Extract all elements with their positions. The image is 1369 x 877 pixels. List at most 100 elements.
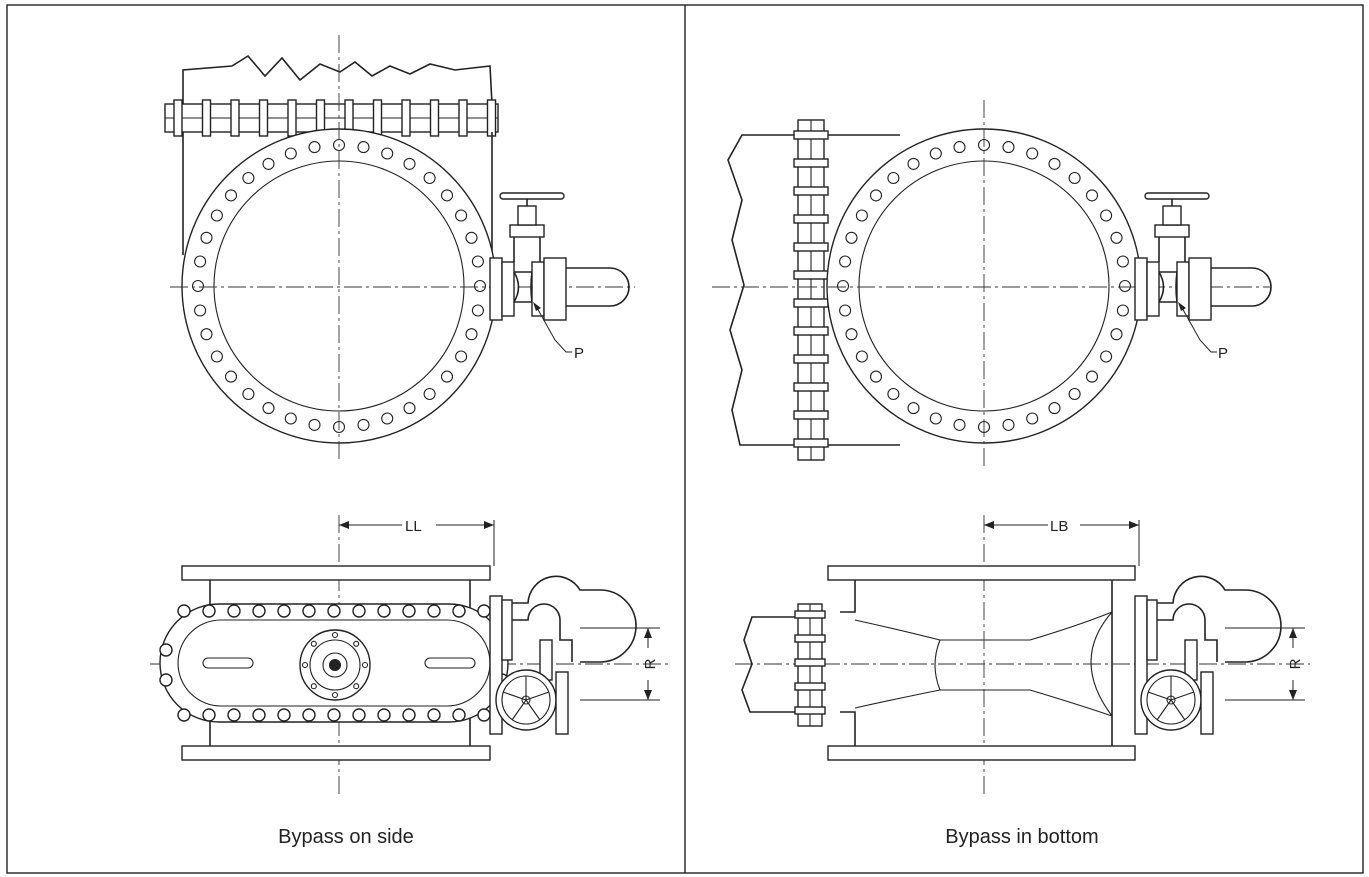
- cover-bolts: [159, 604, 509, 722]
- bolt-hole: [869, 370, 883, 383]
- bolt-hole: [1085, 189, 1099, 202]
- radius-label: R: [1287, 658, 1304, 669]
- cover-bolt: [427, 708, 441, 722]
- bolt-hole: [1100, 209, 1113, 222]
- cover-bolt: [277, 604, 291, 618]
- bolt-hole: [1116, 304, 1129, 317]
- cover-bolt: [377, 604, 391, 618]
- radius-label: R: [642, 658, 659, 669]
- cover-bolt: [477, 604, 491, 618]
- bolt-hole: [907, 157, 920, 170]
- bolt-hole: [1048, 157, 1061, 170]
- flange-bolt: [794, 682, 826, 691]
- bolt-hole: [210, 209, 223, 222]
- bypass-assembly-plan: [1134, 575, 1282, 735]
- caption-bypass-in-bottom: Bypass in bottom: [945, 826, 1098, 848]
- right-front-view: P: [712, 100, 1272, 470]
- bonnet-break-line: [182, 54, 493, 106]
- bolt-hole: [440, 189, 454, 202]
- bolt-hole: [224, 370, 238, 383]
- bolt-hole: [473, 279, 487, 293]
- bolt-hole: [839, 255, 852, 268]
- hub-bolt: [353, 683, 360, 690]
- bolt-hole: [1002, 141, 1015, 154]
- cover-bolt: [477, 708, 491, 722]
- cover-bolt: [327, 604, 341, 618]
- bolt-hole: [845, 231, 858, 244]
- bolt-hole: [929, 412, 942, 425]
- flange-bolt: [793, 214, 829, 224]
- bolt-hole: [381, 412, 394, 425]
- bolt-hole: [423, 171, 436, 185]
- bypass-assembly-top: [1134, 192, 1272, 321]
- flange-bolt: [793, 410, 829, 420]
- bolt-hole: [1100, 350, 1113, 363]
- hub-bolt: [310, 640, 317, 647]
- bolt-hole: [308, 418, 321, 431]
- body-flange-upper: [181, 565, 491, 581]
- flange-bolt-circle: [836, 138, 1132, 434]
- bolt-hole: [869, 189, 883, 202]
- bonnet-bolt: [401, 99, 411, 137]
- cover-bolt: [159, 673, 173, 687]
- bolt-hole: [887, 387, 900, 401]
- panel-bypass-in-bottom: P: [712, 100, 1310, 848]
- caption-bypass-on-side: Bypass on side: [278, 826, 414, 848]
- cover-bolt: [377, 708, 391, 722]
- bolt-hole: [357, 141, 370, 154]
- bonnet-bolt: [258, 99, 269, 137]
- cover-bolt: [327, 708, 341, 722]
- bolt-hole: [1116, 255, 1129, 268]
- bolt-hole: [887, 171, 900, 185]
- cover-bolt: [452, 708, 466, 722]
- cover-bolt: [177, 708, 191, 722]
- bolt-hole: [836, 279, 850, 293]
- bolt-hole: [194, 255, 207, 268]
- flange-bolt: [793, 270, 829, 280]
- cover-bolt: [202, 604, 216, 618]
- hub-bolt: [310, 683, 317, 690]
- cover-bolt: [452, 604, 466, 618]
- bolt-hole: [284, 412, 297, 425]
- flange-bolt: [793, 130, 829, 140]
- cover-bolt: [402, 708, 416, 722]
- left-top-view: LL R: [150, 515, 670, 795]
- bolt-hole: [440, 370, 454, 383]
- bolt-hole: [1118, 279, 1132, 293]
- bolt-hole: [855, 350, 868, 363]
- cover-bolt: [427, 604, 441, 618]
- bolt-hole: [845, 328, 858, 341]
- cover-bolt: [227, 604, 241, 618]
- bonnet-bolt: [458, 99, 468, 137]
- bolt-hole: [403, 157, 416, 170]
- flange-bolt: [793, 438, 829, 448]
- bonnet-bolts: [173, 99, 497, 137]
- bolt-hole: [381, 147, 394, 160]
- bolt-hole: [194, 304, 207, 317]
- cover-bolt: [302, 708, 316, 722]
- bonnet-bolt: [372, 99, 383, 137]
- flange-bolt: [793, 382, 829, 392]
- bolt-hole: [357, 418, 370, 431]
- bolt-hole: [191, 279, 205, 293]
- bolt-hole: [200, 231, 213, 244]
- bypass-assembly-plan: [489, 575, 637, 735]
- cover-bolt: [227, 708, 241, 722]
- bolt-hole: [471, 255, 484, 268]
- bonnet-bolt: [201, 99, 212, 137]
- bolt-hole: [1048, 402, 1061, 415]
- bolt-hole: [1026, 147, 1039, 160]
- hub-bolt: [331, 631, 339, 639]
- body-flange-lower: [181, 745, 491, 761]
- bolt-hole: [839, 304, 852, 317]
- bolt-hole: [284, 147, 297, 160]
- panel-bypass-on-side: P: [150, 35, 670, 848]
- cover-bolt: [177, 604, 191, 618]
- cover-bolt: [302, 604, 316, 618]
- cover-bolt: [202, 708, 216, 722]
- p-leader-line: [535, 305, 572, 353]
- pipe-label: P: [574, 345, 584, 362]
- bolt-hole: [1068, 171, 1081, 185]
